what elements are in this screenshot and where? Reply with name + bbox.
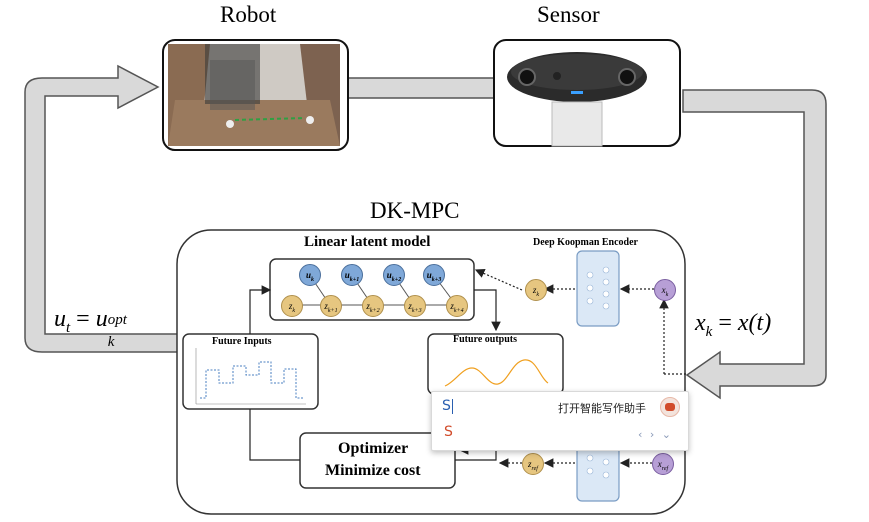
ime-caret	[451, 398, 453, 414]
ime-typed-text: S	[442, 398, 451, 414]
optimizer-line1: Optimizer	[338, 440, 409, 457]
encoder-ref-output-node: zref	[522, 453, 544, 475]
sensor-label: Sensor	[537, 2, 600, 27]
robot-label: Robot	[220, 2, 277, 27]
future-inputs-curve	[200, 361, 304, 399]
encoder-box-bottom	[576, 445, 620, 502]
latent-model-title: Linear latent model	[304, 234, 431, 250]
encoder-ref-input-node: xref	[652, 453, 674, 475]
latent-state-node: zk+1	[320, 295, 342, 317]
latent-input-node: uk+3	[423, 264, 445, 286]
future-inputs-title: Future Inputs	[212, 336, 272, 347]
state-equation: xk = x(t)	[695, 310, 772, 340]
ime-input-row[interactable]: S	[442, 398, 453, 414]
latent-state-node: zk+4	[446, 295, 468, 317]
latent-state-node: zk	[281, 295, 303, 317]
robot-sensor-connector	[347, 77, 495, 99]
sensor-image	[493, 39, 681, 147]
latent-input-node: uk+2	[383, 264, 405, 286]
future-outputs-curve	[444, 359, 549, 387]
encoder-box-top	[576, 250, 620, 327]
ime-assistant-icon[interactable]	[660, 397, 680, 417]
future-outputs-title: Future outputs	[453, 334, 517, 345]
optimizer-line2: Minimize cost	[325, 462, 421, 479]
encoder-input-node: xk	[654, 279, 676, 301]
connectors	[249, 268, 686, 468]
feedback-arrow-right	[682, 89, 827, 400]
ime-candidate-item[interactable]: S	[444, 424, 453, 440]
encoder-output-node: zk	[525, 279, 547, 301]
ime-candidate-popup: S 打开智能写作助手 S ‹ › ⌄	[431, 391, 689, 451]
encoder-title: Deep Koopman Encoder	[533, 237, 638, 248]
robot-image	[162, 39, 349, 151]
controller-title: DK-MPC	[370, 198, 460, 223]
ime-writing-assistant-link[interactable]: 打开智能写作助手	[558, 402, 646, 415]
feedback-arrow-left	[24, 64, 179, 353]
latent-input-node: uk+1	[341, 264, 363, 286]
latent-state-node: zk+3	[404, 295, 426, 317]
latent-input-node: uk	[299, 264, 321, 286]
ime-page-nav[interactable]: ‹ › ⌄	[638, 428, 674, 441]
latent-state-node: zk+2	[362, 295, 384, 317]
